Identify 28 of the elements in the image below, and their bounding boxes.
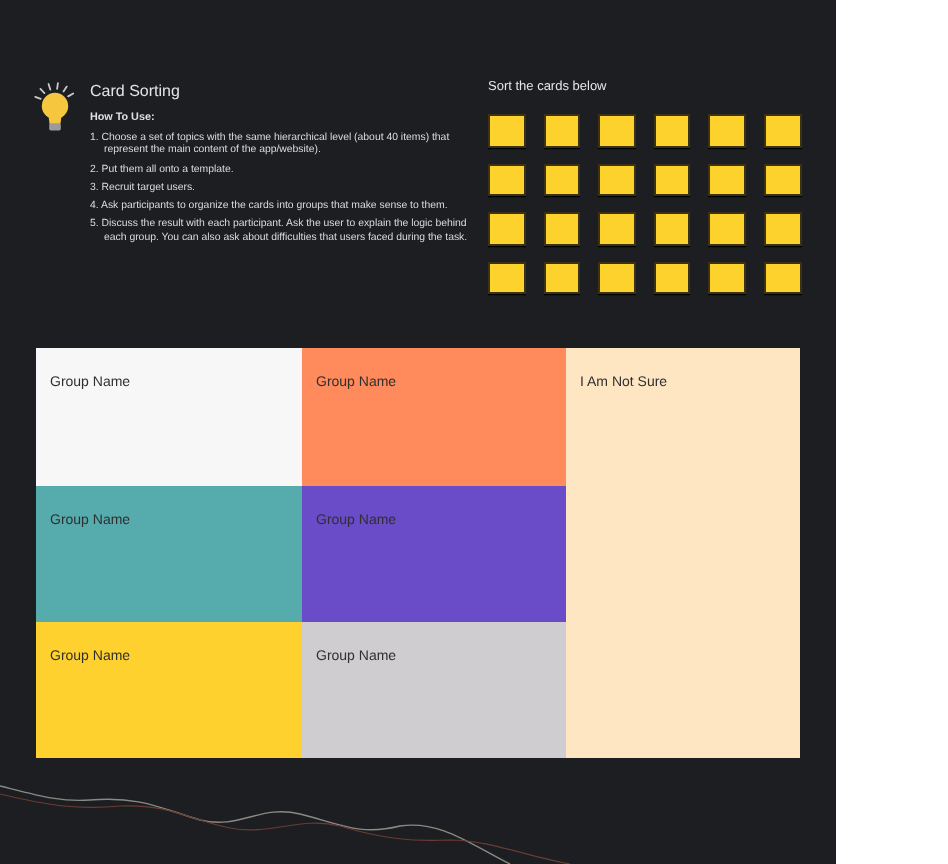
sorting-card [488,163,526,197]
sorting-card [708,114,746,148]
sorting-card [708,261,746,295]
sorting-card [653,114,691,148]
sorting-card [598,163,636,197]
sorting-card [653,212,691,246]
sorting-card [543,212,581,246]
group-area [302,622,566,758]
group-area [566,348,800,758]
sorting-card [764,212,802,246]
sorting-card [488,114,526,148]
sorting-card [764,114,802,148]
group-area [36,486,302,622]
sorting-card [598,261,636,295]
sorting-card [598,212,636,246]
sorting-card [708,212,746,246]
sorting-card [488,261,526,295]
sorting-card [598,114,636,148]
sorting-card [708,163,746,197]
group-area [302,486,566,622]
title-text: Card Sorting [90,82,180,102]
group-area [36,348,302,486]
sorting-card [543,114,581,148]
group-area [302,348,566,486]
sorting-card [488,212,526,246]
group-area [36,622,302,758]
sorting-card [764,261,802,295]
sorting-card [764,163,802,197]
